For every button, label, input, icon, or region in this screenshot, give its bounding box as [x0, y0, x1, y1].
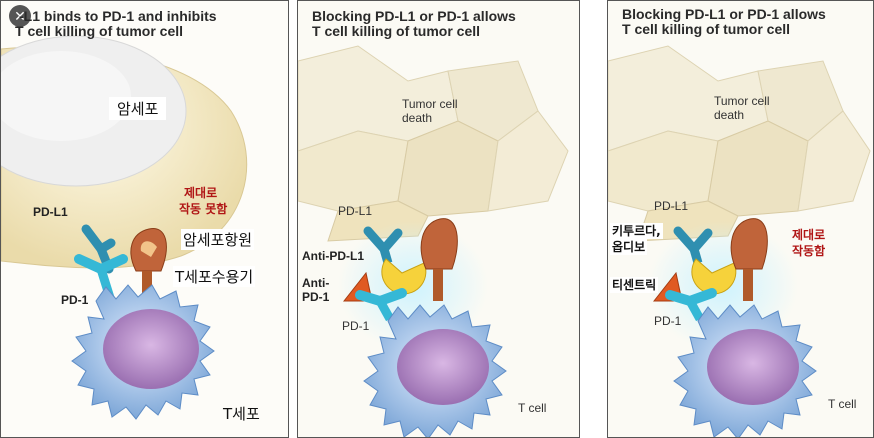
- panel3-illustration: [608, 45, 871, 437]
- working-line1: 제대로: [792, 228, 826, 242]
- anti-pd-1-label-line2: PD-1: [302, 290, 330, 304]
- pd-l1-label: PD-L1: [654, 199, 689, 213]
- pd-1-label: PD-1: [654, 314, 682, 328]
- panel1-title-line1: -L1 binds to PD-1 and inhibits: [19, 8, 217, 24]
- t-cell-receptor: [130, 228, 167, 296]
- anti-pd-l1-label: Anti-PD-L1: [302, 249, 364, 263]
- fragmented-tumor-cell: [298, 45, 569, 242]
- pd-1-label: PD-1: [61, 293, 89, 307]
- anti-pd-1-label-line1: Anti-: [302, 276, 330, 290]
- panel-blocking-drugs-ko: Blocking PD-L1 or PD-1 allows T cell kil…: [607, 0, 874, 438]
- pd-1-molecule: [665, 288, 717, 322]
- panel-blocking-antibodies: Blocking PD-L1 or PD-1 allows T cell kil…: [297, 0, 580, 438]
- t-cell-receptor: [420, 218, 458, 301]
- panel2-illustration: [298, 45, 569, 437]
- tumor-cell-death-line2: death: [714, 108, 745, 122]
- close-icon[interactable]: ✕: [9, 5, 31, 27]
- tecentriq-label: 티센트릭: [610, 277, 659, 293]
- tumor-cell-death-line2: death: [402, 111, 433, 125]
- panel2-title-line2: T cell killing of tumor cell: [312, 23, 481, 39]
- panel2-title-line1: Blocking PD-L1 or PD-1 allows: [312, 8, 516, 24]
- pd-1-molecule: [355, 288, 407, 322]
- not-working-line1: 제대로: [184, 186, 218, 200]
- panel3-title-line2: T cell killing of tumor cell: [622, 21, 791, 37]
- tumor-antigen-label-ko: 암세포항원: [181, 229, 255, 250]
- panel1-title-line2: T cell killing of tumor cell: [15, 23, 184, 39]
- keytruda-opdivo-line1: 키투르다,: [610, 223, 663, 239]
- tumor-cell-death-line1: Tumor cell: [714, 94, 770, 108]
- panel-pdl1-binding: ✕ -L1 binds to PD-1 and inhibits T cell …: [0, 0, 289, 438]
- pd-1-label: PD-1: [342, 319, 370, 333]
- keytruda-opdivo-line2: 옵디보: [610, 239, 648, 255]
- t-cell: [363, 304, 507, 437]
- t-cell-label: T cell: [828, 397, 857, 411]
- tumor-cell-label-ko: 암세포: [109, 97, 167, 120]
- pd-l1-label: PD-L1: [338, 204, 373, 218]
- fragmented-tumor-cell: [608, 45, 871, 242]
- t-cell-receptor-label-ko: T세포수용기: [173, 266, 256, 287]
- not-working-line2: 작동 못함: [179, 202, 228, 216]
- panel1-illustration: [1, 35, 248, 420]
- pd-l1-label: PD-L1: [33, 205, 68, 219]
- t-cell-label-ko: T세포: [223, 405, 260, 423]
- t-cell-label: T cell: [518, 401, 547, 415]
- tumor-cell-death-line1: Tumor cell: [402, 97, 458, 111]
- t-cell: [71, 284, 215, 420]
- t-cell-receptor: [730, 218, 768, 301]
- t-cell: [673, 304, 817, 437]
- panel3-title-line1: Blocking PD-L1 or PD-1 allows: [622, 6, 826, 22]
- working-line2: 작동함: [792, 244, 826, 258]
